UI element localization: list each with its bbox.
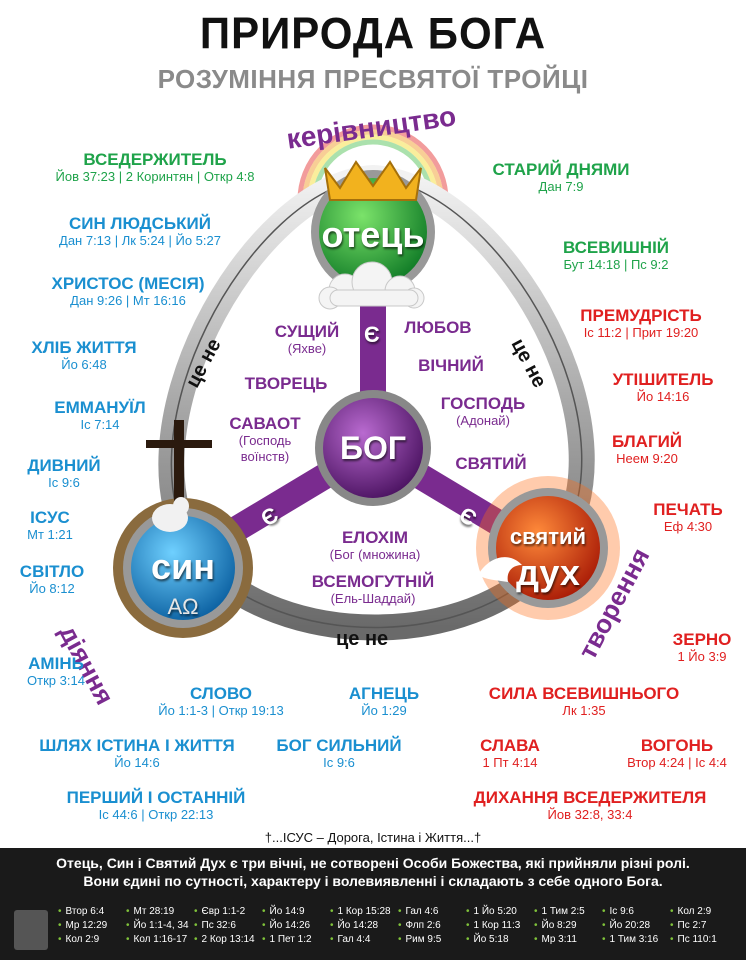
reference-item: •1 Кор 15:28: [330, 906, 391, 917]
reference-item: •Гал 4:6: [398, 906, 439, 917]
inner-name: ГОСПОДЬ(Адонай): [440, 394, 526, 428]
reference-item: •Кол 1:16-17: [126, 934, 188, 945]
inner-name: ТВОРЕЦЬ: [244, 374, 328, 393]
reference-item: •Кол 2:9: [670, 906, 712, 917]
reference-item: •Пс 110:1: [670, 934, 717, 945]
inner-name: ВСЕМОГУТНІЙ(Ель-Шаддай): [311, 572, 435, 606]
reference-item: •2 Кор 13:14: [194, 934, 255, 945]
reference-item: •Кол 2:9: [58, 934, 100, 945]
reference-item: •Втор 6:4: [58, 906, 105, 917]
alpha-omega-label: AΩ: [167, 594, 199, 619]
spirit-label-bottom: дух: [516, 552, 580, 593]
reference-item: •Гал 4:4: [330, 934, 371, 945]
reference-item: •Мт 28:19: [126, 906, 175, 917]
jesus-quote: †...ІСУС – Дорога, Істина і Життя...†: [264, 830, 482, 845]
crown-icon: [324, 160, 422, 201]
reference-item: •1 Кор 11:3: [466, 920, 521, 931]
reference-item: •1 Тим 2:5: [534, 906, 585, 917]
is-not-bottom: це не: [336, 628, 389, 650]
son-circle: [131, 516, 235, 620]
is-top: Є: [364, 322, 380, 347]
inner-name: ЕЛОХІМ(Бог (множина): [329, 528, 421, 562]
trinity-statement: Отець, Син і Святий Дух є три вічні, не …: [56, 855, 690, 889]
reference-item: •Йо 14:26: [262, 920, 311, 931]
reference-item: •Пс 32:6: [194, 920, 236, 931]
inner-name: ЛЮБОВ: [404, 318, 472, 337]
inner-name: СУЩИЙ(Яхве): [274, 322, 340, 356]
name-block: ХРИСТОС (МЕСІЯ)Дан 9:26 | Мт 16:16: [51, 274, 205, 308]
reference-item: •Рим 9:5: [398, 934, 442, 945]
spirit-label-top: святий: [509, 524, 587, 549]
reference-item: •Йо 14:9: [262, 906, 305, 917]
cross-icon: [146, 420, 212, 515]
father-label: отець: [321, 214, 425, 255]
reference-item: •Флп 2:6: [398, 920, 441, 931]
inner-name: ВІЧНИЙ: [418, 356, 484, 375]
dove-icon: [478, 557, 522, 582]
reference-item: •Йо 8:29: [534, 920, 577, 931]
reference-item: •Іс 9:6: [602, 906, 634, 917]
page-title: ПРИРОДА БОГА: [199, 8, 547, 59]
reference-item: •Мр 12:29: [58, 920, 108, 931]
spirit-circle: [496, 496, 600, 600]
inner-name: САВАОТ(Господь воїнств): [229, 414, 301, 464]
god-label: БОГ: [339, 430, 407, 466]
cloud-icon: [318, 261, 425, 310]
reference-item: •1 Йо 5:20: [466, 906, 517, 917]
god-circle: [323, 398, 423, 498]
reference-item: •Пс 2:7: [670, 920, 707, 931]
footer-band: [0, 848, 746, 960]
son-label: син: [151, 546, 215, 587]
reference-item: •Йо 20:28: [602, 920, 651, 931]
reference-item: •Євр 1:1-2: [194, 906, 246, 917]
reference-item: •1 Тим 3:16: [602, 934, 659, 945]
reference-item: •Йо 5:18: [466, 934, 509, 945]
book-logo-icon: [14, 910, 48, 950]
inner-name: СВЯТИЙ: [455, 454, 527, 473]
rainbow: [297, 124, 449, 201]
reference-item: •Мр 3:11: [534, 934, 577, 945]
reference-item: •1 Пет 1:2: [262, 934, 312, 945]
reference-item: •Йо 14:28: [330, 920, 379, 931]
page-subtitle: РОЗУМІННЯ ПРЕСВЯТОЇ ТРОЙЦІ: [157, 64, 589, 94]
father-circle: [319, 178, 427, 286]
reference-item: •Йо 1:1-4, 34: [126, 920, 189, 931]
